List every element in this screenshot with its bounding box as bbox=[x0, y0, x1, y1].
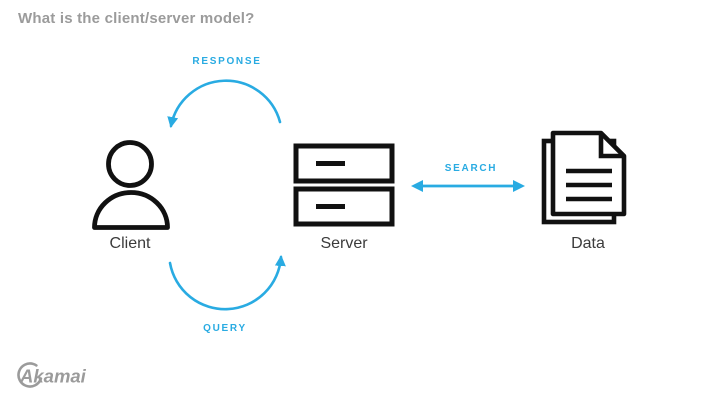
page-title: What is the client/server model? bbox=[18, 10, 255, 27]
logo-text: Akamai bbox=[19, 366, 87, 387]
data-node-label: Data bbox=[571, 235, 605, 252]
logo-swirl bbox=[17, 362, 43, 388]
query-arrow bbox=[168, 255, 286, 311]
documents-icon bbox=[541, 130, 627, 225]
server-node-label: Server bbox=[320, 235, 368, 252]
query-label: QUERY bbox=[203, 323, 247, 334]
person-icon bbox=[92, 140, 170, 230]
response-arrow bbox=[167, 79, 282, 128]
akamai-logo: Akamai bbox=[16, 355, 116, 393]
client-node-label: Client bbox=[109, 235, 151, 252]
server-stack-icon bbox=[293, 143, 395, 227]
search-arrowhead-right bbox=[513, 180, 525, 192]
search-label: SEARCH bbox=[444, 163, 498, 174]
search-arrowhead-left bbox=[411, 180, 423, 192]
search-arrow bbox=[411, 180, 525, 192]
response-label: RESPONSE bbox=[192, 56, 262, 67]
